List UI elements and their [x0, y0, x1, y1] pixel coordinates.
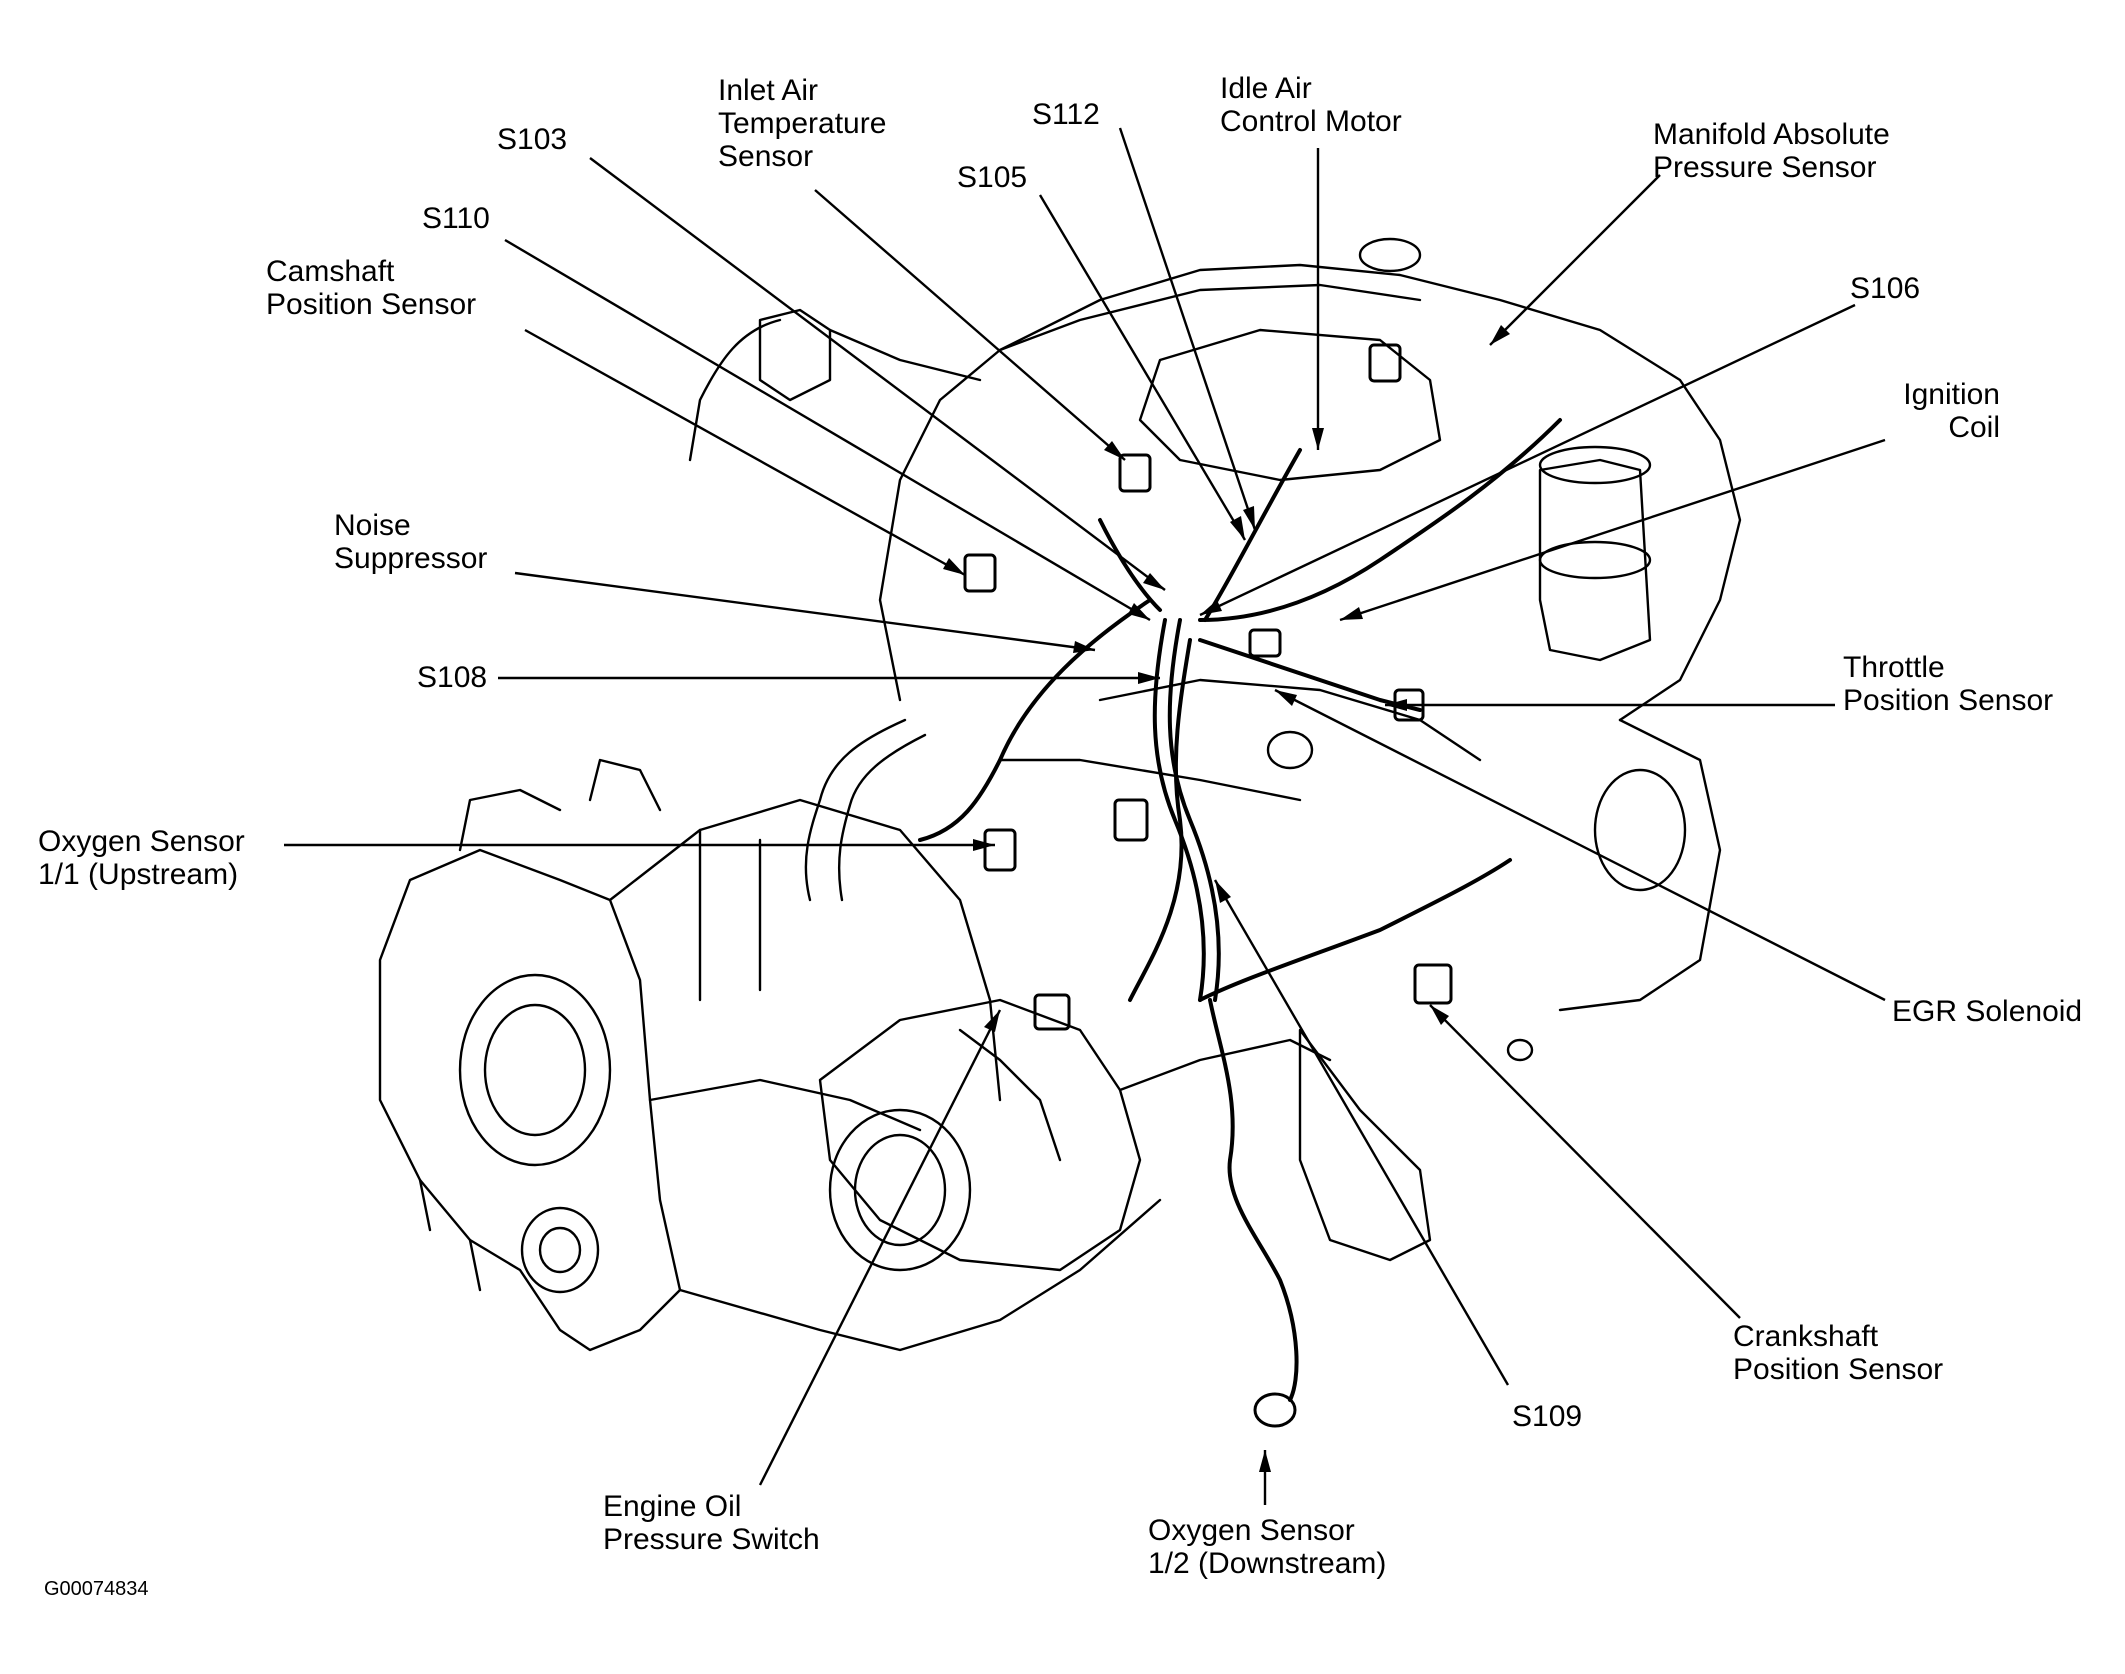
leader-ignition [1339, 438, 1886, 622]
label-oxygen-sensor-downstream: Oxygen Sensor 1/2 (Downstream) [1148, 1514, 1387, 1580]
leader-crankshaft [1429, 1004, 1741, 1319]
leader-camshaft [524, 328, 966, 577]
arrow-s108 [1138, 672, 1160, 684]
arrow-s103 [1143, 573, 1165, 590]
arrow-crankshaft [1430, 1005, 1449, 1025]
figure-id: G00074834 [44, 1578, 149, 1600]
label-idle-air-control-motor: Idle Air Control Motor [1220, 72, 1402, 138]
label-throttle-position-sensor: Throttle Position Sensor [1843, 651, 2054, 717]
leader-s105 [1038, 194, 1247, 541]
label-noise-suppressor: Noise Suppressor [334, 509, 488, 575]
label-manifold-absolute-pressure-sensor: Manifold Absolute Pressure Sensor [1653, 118, 1890, 184]
arrow-s105 [1230, 516, 1245, 540]
arrow-idle-air [1312, 428, 1324, 450]
arrow-egr [1275, 690, 1297, 706]
arrow-camshaft [943, 558, 965, 575]
leader-noise [514, 571, 1096, 652]
oil-pan-drawing [818, 998, 1332, 1272]
arrow-map [1490, 325, 1510, 345]
label-camshaft-position-sensor: Camshaft Position Sensor [266, 255, 477, 321]
arrow-oil [984, 1010, 1000, 1032]
label-s110: S110 [422, 202, 490, 235]
engine-block-drawing [758, 237, 1742, 1262]
arrow-s109 [1215, 880, 1231, 903]
leader-s103 [589, 157, 1166, 591]
leader-s110 [504, 238, 1151, 622]
label-ignition-coil: Ignition Coil [1903, 378, 2000, 444]
label-s103: S103 [497, 123, 568, 156]
transaxle-drawing [378, 758, 1162, 1352]
arrow-o2-up [973, 839, 995, 851]
label-oxygen-sensor-upstream: Oxygen Sensor 1/1 (Upstream) [38, 825, 245, 891]
label-s109: S109 [1512, 1400, 1583, 1433]
arrow-inlet-air [1104, 441, 1125, 460]
leader-inlet-air [814, 189, 1126, 461]
label-egr-solenoid: EGR Solenoid [1892, 995, 2083, 1028]
wiring-harness-drawing [918, 418, 1562, 1402]
leader-arrowheads [943, 325, 1510, 1472]
label-s108: S108 [417, 661, 488, 694]
leader-oil [758, 1009, 1002, 1486]
label-s112: S112 [1032, 98, 1100, 131]
label-s105: S105 [957, 161, 1028, 194]
leader-s112 [1118, 127, 1257, 531]
arrow-o2-down [1259, 1450, 1271, 1472]
leader-lines [284, 127, 1886, 1505]
arrow-s110 [1128, 603, 1150, 620]
leader-s106 [1199, 303, 1856, 617]
arrow-noise [1073, 641, 1095, 653]
arrow-ignition [1340, 607, 1363, 620]
arrow-s106 [1200, 600, 1222, 615]
arrow-throttle [1385, 699, 1407, 711]
leader-egr [1274, 688, 1886, 1002]
label-s106: S106 [1850, 272, 1921, 305]
leader-s109 [1213, 879, 1510, 1386]
coolant-hose-drawing [688, 318, 927, 902]
label-inlet-air-temperature-sensor: Inlet Air Temperature Sensor [718, 74, 887, 173]
label-crankshaft-position-sensor: Crankshaft Position Sensor [1733, 1320, 1944, 1386]
arrow-s112 [1243, 506, 1255, 530]
label-engine-oil-pressure-switch: Engine Oil Pressure Switch [603, 1490, 820, 1556]
connectors-drawing [963, 343, 1453, 1428]
leader-map [1489, 174, 1661, 346]
